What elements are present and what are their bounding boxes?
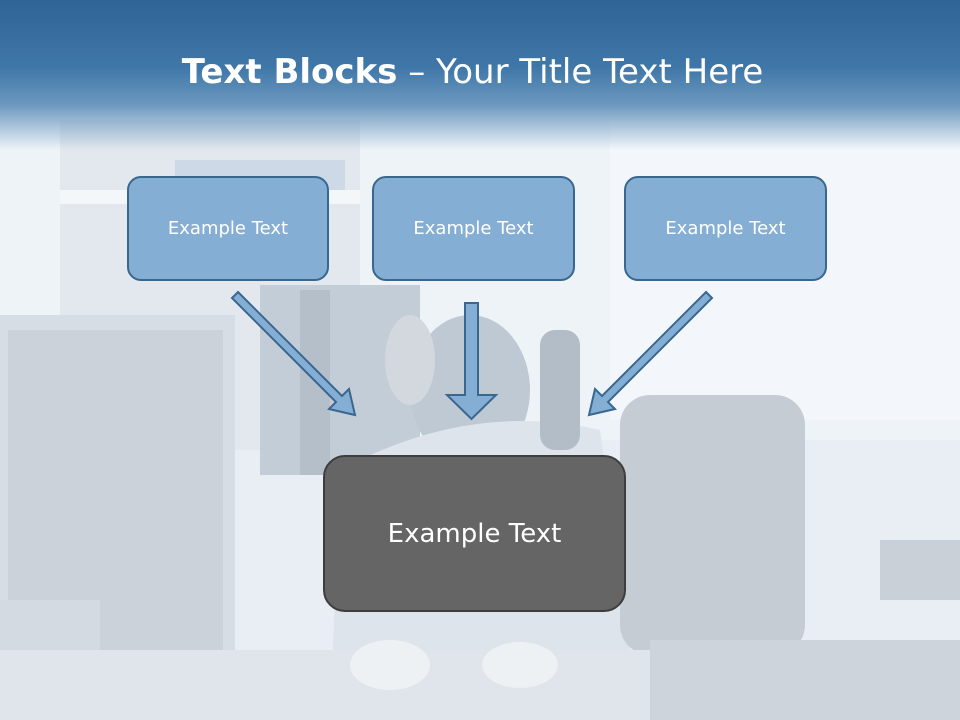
arrow-left-icon <box>230 290 357 417</box>
main-text-block[interactable]: Example Text <box>323 455 626 612</box>
text-block-3[interactable]: Example Text <box>624 176 827 281</box>
arrow-down-icon <box>444 302 499 421</box>
title-bold: Text Blocks <box>181 52 398 92</box>
main-text-block-label: Example Text <box>387 518 562 549</box>
title-rest: – Your Title Text Here <box>397 52 764 92</box>
text-block-2[interactable]: Example Text <box>372 176 575 281</box>
text-block-1-label: Example Text <box>167 218 289 239</box>
arrow-right-icon <box>587 290 714 417</box>
text-block-1[interactable]: Example Text <box>127 176 329 281</box>
title-bar <box>0 0 960 150</box>
slide-title: Text Blocks – Your Title Text Here <box>0 52 945 92</box>
text-block-3-label: Example Text <box>665 218 786 239</box>
text-block-2-label: Example Text <box>413 218 534 239</box>
